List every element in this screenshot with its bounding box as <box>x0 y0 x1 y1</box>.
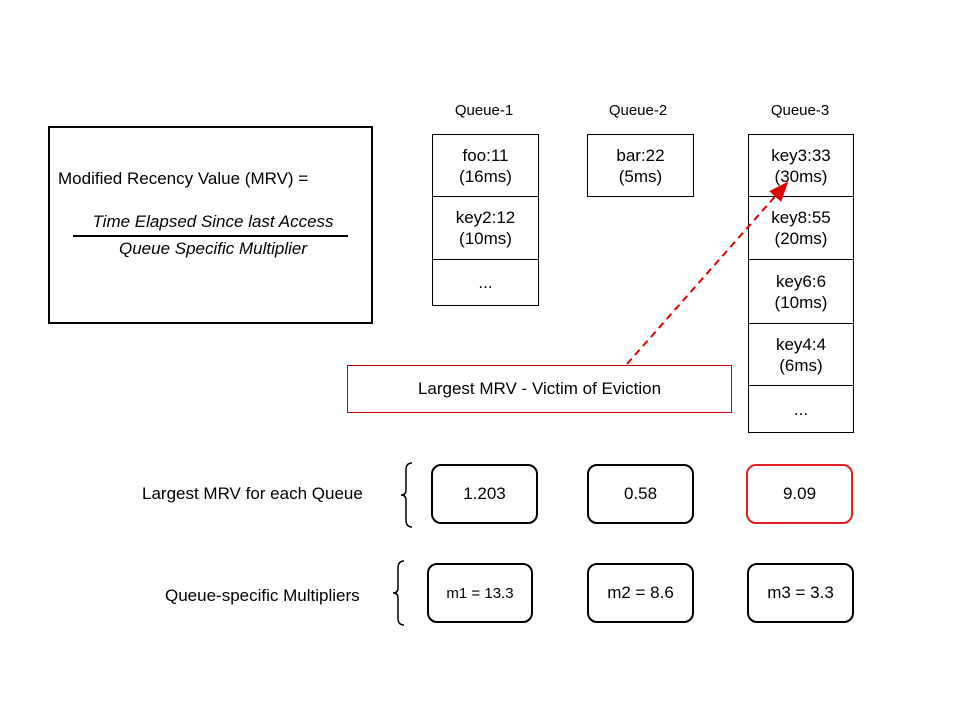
cell-key: key4:4 <box>775 334 827 354</box>
multiplier-value: m2 = 8.6 <box>587 563 694 623</box>
largest-mrv-value: 1.203 <box>431 464 538 524</box>
eviction-label: Largest MRV - Victim of Eviction <box>417 379 662 398</box>
queue-1-cell: key2:12 (10ms) <box>432 196 539 260</box>
queue-1-cell: foo:11 (16ms) <box>432 134 539 197</box>
formula-box <box>48 126 373 324</box>
cell-time: (10ms) <box>774 292 828 312</box>
queue-3-cell: key3:33 (30ms) <box>748 134 854 197</box>
cell-key: key3:33 <box>771 145 831 165</box>
queue-2-cell: bar:22 (5ms) <box>587 134 694 197</box>
cell-time: (20ms) <box>774 229 828 248</box>
queue-1-title: Queue-1 <box>454 102 514 119</box>
multiplier-value: m3 = 3.3 <box>747 563 854 623</box>
cell-key: ... <box>793 399 809 419</box>
queue-3-cell: key6:6 (10ms) <box>748 259 854 324</box>
cell-time: (10ms) <box>459 229 512 248</box>
cell-key: ... <box>478 273 493 292</box>
formula-label: Modified Recency Value (MRV) = <box>58 169 309 188</box>
largest-mrv-brace <box>400 462 413 528</box>
cell-key: foo:11 <box>462 145 509 165</box>
largest-mrv-value: 0.58 <box>587 464 694 524</box>
queue-3-title: Queue-3 <box>770 102 830 119</box>
multiplier-value: m1 = 13.3 <box>427 563 533 623</box>
cell-key: key6:6 <box>775 271 827 291</box>
queue-3-cell: key4:4 (6ms) <box>748 323 854 386</box>
queue-3-cell: ... <box>748 385 854 433</box>
largest-mrv-value-max: 9.09 <box>746 464 853 524</box>
formula-denominator: Queue Specific Multiplier <box>118 239 308 258</box>
cell-key: key8:55 <box>771 208 831 227</box>
multipliers-brace <box>392 560 405 626</box>
eviction-arrow <box>626 181 789 365</box>
formula-numerator: Time Elapsed Since last Access <box>92 212 334 231</box>
largest-mrv-label: Largest MRV for each Queue <box>142 484 363 503</box>
eviction-label-box: Largest MRV - Victim of Eviction <box>347 365 732 413</box>
queue-2-title: Queue-2 <box>608 102 668 119</box>
cell-time: (30ms) <box>774 166 828 186</box>
cell-time: (6ms) <box>779 355 823 375</box>
fraction-bar <box>73 235 348 237</box>
multipliers-label: Queue-specific Multipliers <box>165 586 360 605</box>
queue-1-cell: ... <box>432 259 539 306</box>
cell-key: key2:12 <box>455 208 516 227</box>
cell-key: bar:22 <box>616 145 665 165</box>
cell-time: (5ms) <box>618 166 663 186</box>
cell-time: (16ms) <box>459 166 512 186</box>
